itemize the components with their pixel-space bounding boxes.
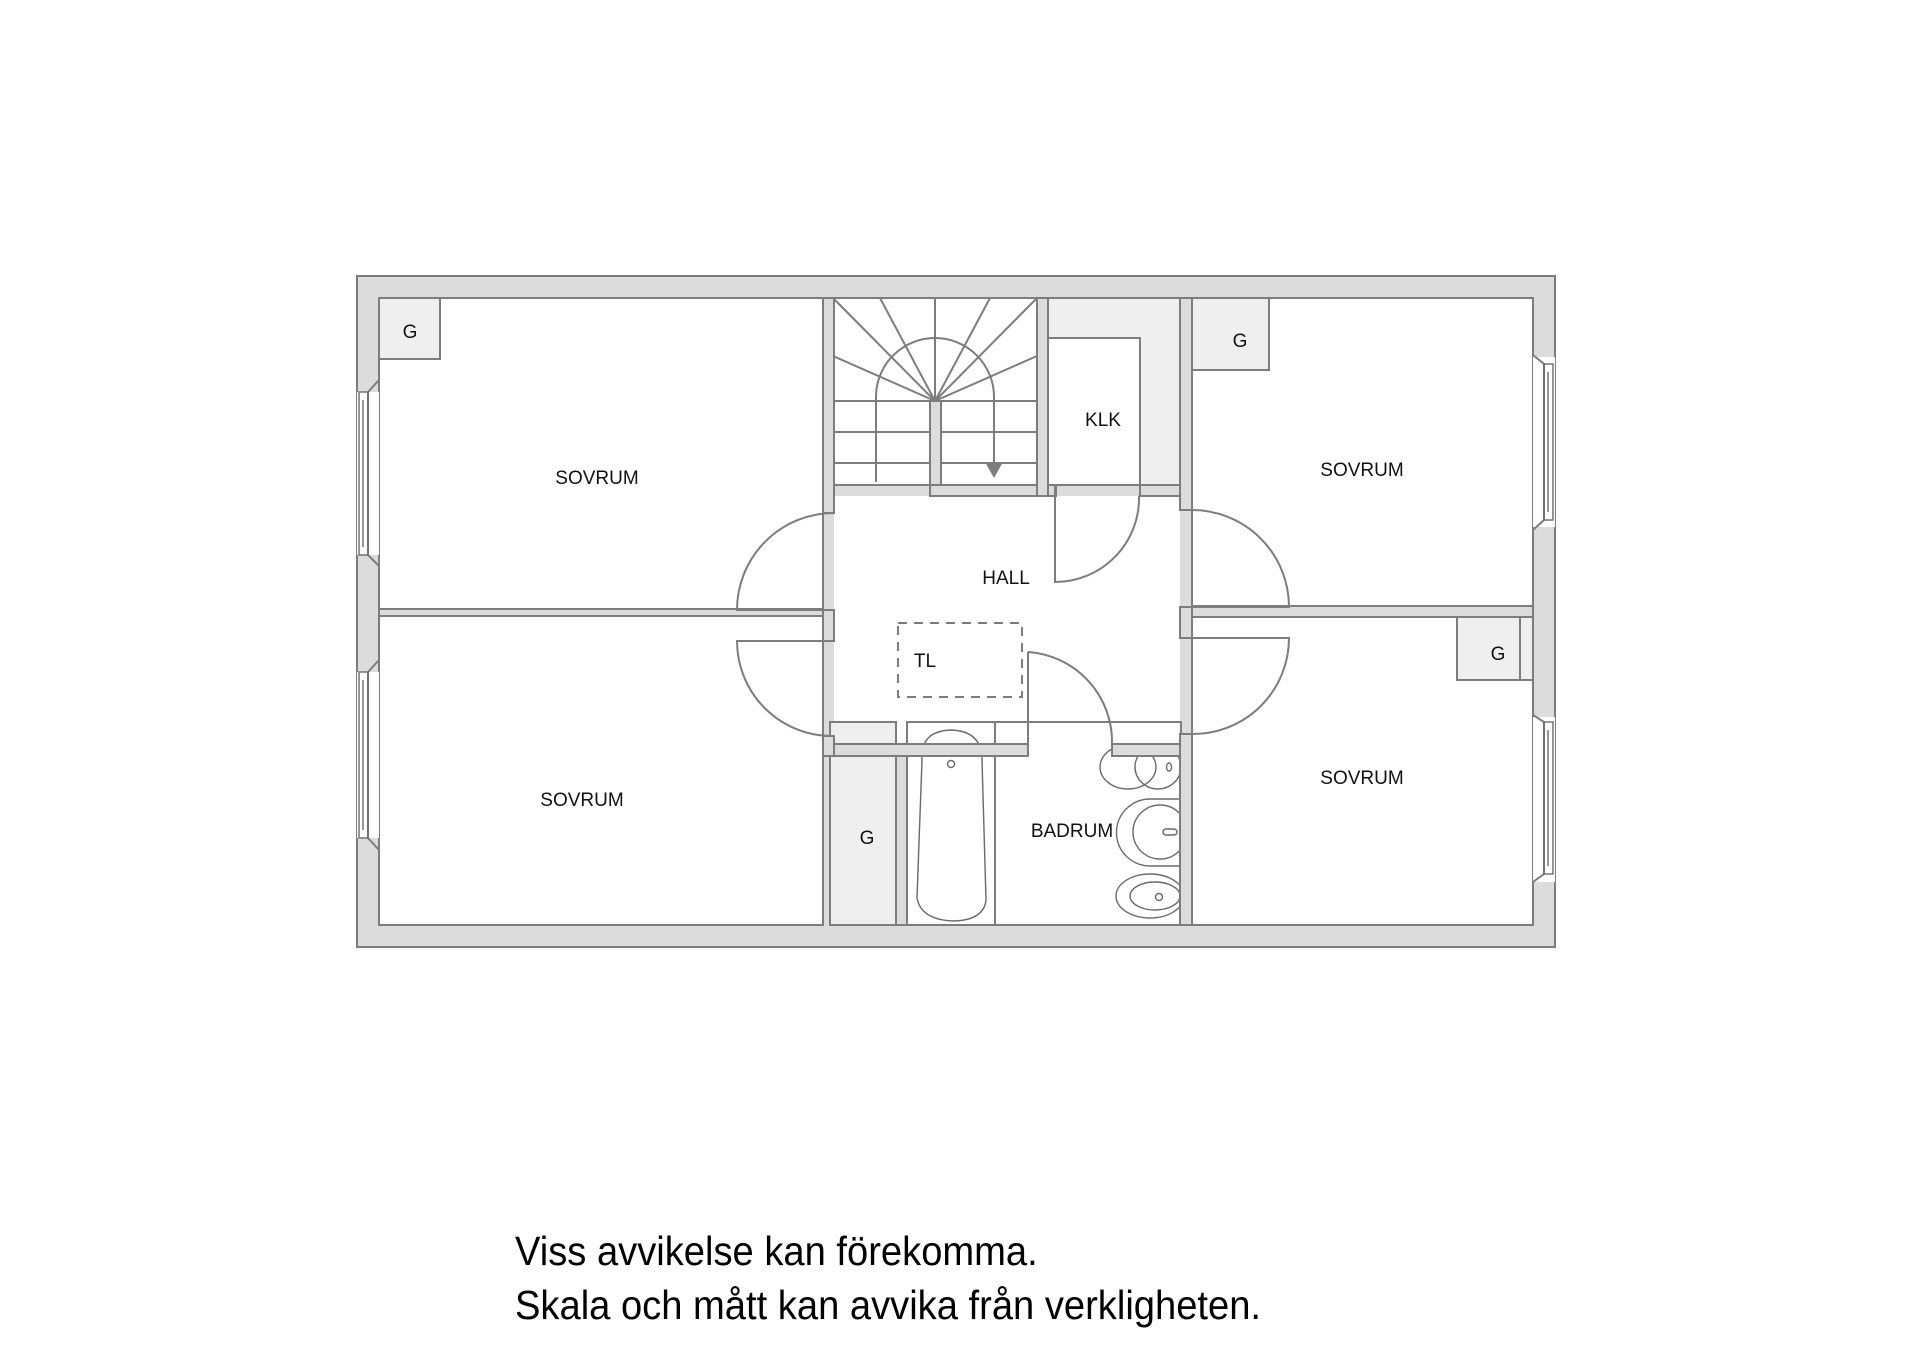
- window-right-top: [1532, 354, 1555, 531]
- label-bedroom-bottom-right: SOVRUM: [1320, 768, 1403, 789]
- window-left-bottom: [357, 659, 380, 851]
- label-bedroom-top-right: SOVRUM: [1320, 460, 1403, 481]
- door-bedroom-top-left: [735, 512, 835, 611]
- label-bedroom-top-left: SOVRUM: [555, 468, 638, 489]
- room-bedroom-top-left: [378, 297, 824, 610]
- room-hall: [834, 496, 1180, 744]
- door-bedroom-bottom-left: [735, 640, 835, 738]
- label-attic-hatch: TL: [914, 651, 936, 672]
- label-bathroom: BADRUM: [1031, 821, 1113, 842]
- label-klk: KLK: [1085, 410, 1121, 431]
- label-wardrobe-top-right: G: [1233, 331, 1248, 352]
- door-bathroom: [1027, 651, 1114, 745]
- disclaimer-line-1: Viss avvikelse kan förekomma.: [515, 1228, 1038, 1274]
- door-bedroom-top-right: [1191, 509, 1291, 608]
- disclaimer-line-2: Skala och mått kan avvika från verklighe…: [515, 1282, 1262, 1328]
- bathtub-icon: [916, 729, 987, 922]
- label-bedroom-bottom-left: SOVRUM: [540, 790, 623, 811]
- attic-hatch: [897, 622, 1023, 698]
- window-left-top: [357, 379, 380, 567]
- label-hall: HALL: [982, 568, 1030, 589]
- window-right-bottom: [1532, 714, 1555, 883]
- stair-treads: [832, 297, 1038, 482]
- label-wardrobe-top-left: G: [403, 322, 418, 343]
- door-klk: [1054, 485, 1141, 584]
- room-bedroom-bottom-left: [378, 615, 824, 926]
- room-klk: [1047, 337, 1141, 486]
- wardrobe-bottom-right: [1456, 616, 1521, 681]
- label-wardrobe-bottom-middle: G: [860, 828, 875, 849]
- wardrobe-top-right: [1191, 297, 1270, 371]
- stair-center-post: [929, 400, 942, 497]
- door-bedroom-bottom-right: [1191, 637, 1291, 736]
- wardrobe-top-left: [378, 297, 441, 360]
- label-wardrobe-bottom-right: G: [1491, 644, 1506, 665]
- stair-direction-arrow-icon: [985, 462, 1003, 478]
